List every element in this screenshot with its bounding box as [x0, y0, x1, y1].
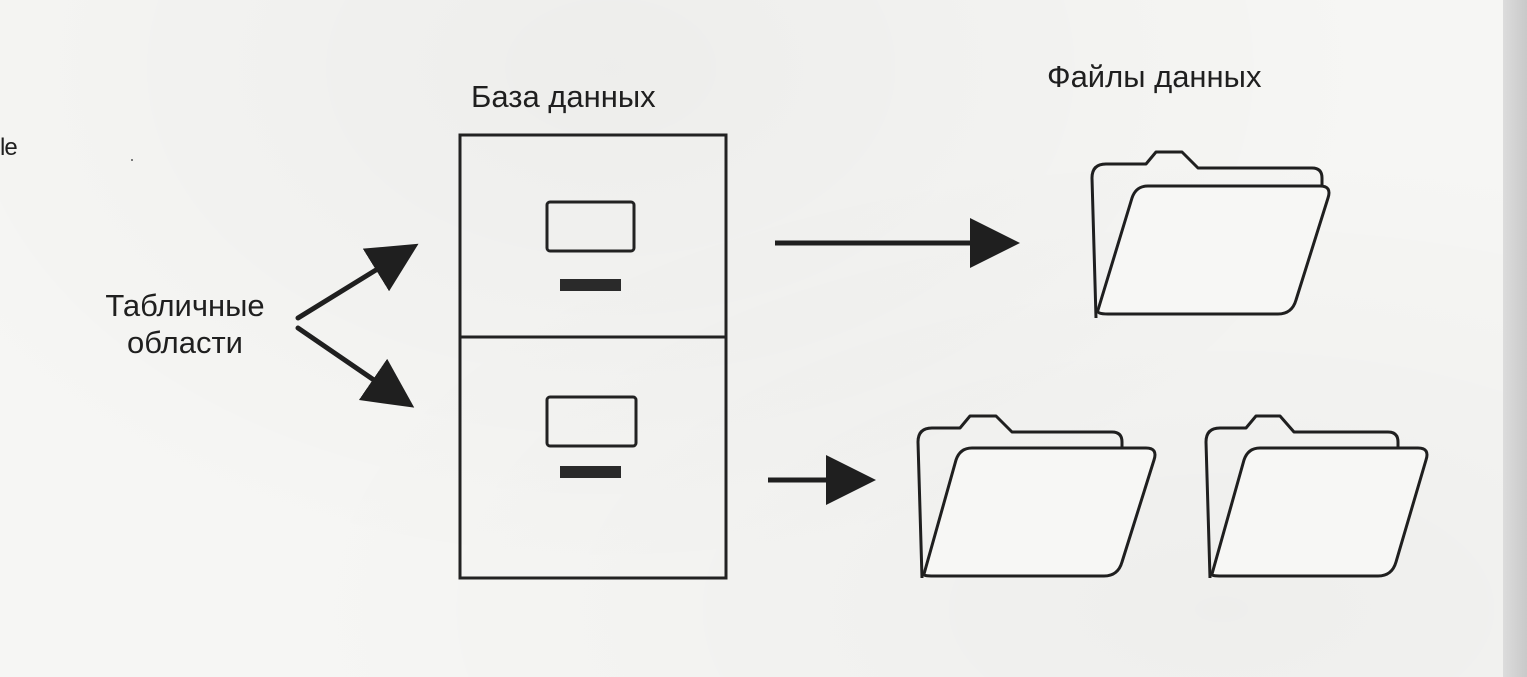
folder-front	[1210, 446, 1429, 578]
tablespaces-label: Табличные области	[70, 287, 300, 361]
drawer-top-label-holder	[545, 200, 636, 253]
cropped-margin-text: le	[0, 134, 18, 161]
folder-back	[1090, 150, 1324, 319]
tablespaces-label-line2: области	[127, 325, 243, 361]
drawer-bottom	[545, 395, 638, 478]
drawer-top-handle	[560, 279, 621, 291]
scan-speck	[131, 159, 133, 161]
page-edge-shadow	[1503, 0, 1527, 677]
tablespaces-label-line1: Табличные	[105, 288, 265, 323]
database-cabinet	[458, 133, 728, 580]
datafile-arrows	[768, 218, 1020, 505]
data-files-label: Файлы данных	[1047, 59, 1262, 94]
folder-back	[1204, 414, 1400, 579]
database-label: База данных	[471, 79, 656, 114]
folder-icon-bottom-right	[1204, 414, 1429, 579]
drawer-bottom-handle	[560, 466, 621, 478]
arrow-to-top-drawer	[295, 243, 419, 321]
folder-icon-bottom-left	[916, 414, 1157, 579]
folder-back	[916, 414, 1124, 579]
folder-front	[1096, 184, 1331, 316]
cabinet-frame	[458, 133, 728, 580]
arrow-to-bottom-drawer	[295, 325, 415, 408]
drawer-bottom-label-holder	[545, 395, 638, 448]
drawer-top	[545, 200, 636, 291]
tablespace-arrows	[295, 243, 419, 408]
folder-icon-top	[1090, 150, 1331, 319]
folder-front	[922, 446, 1157, 578]
